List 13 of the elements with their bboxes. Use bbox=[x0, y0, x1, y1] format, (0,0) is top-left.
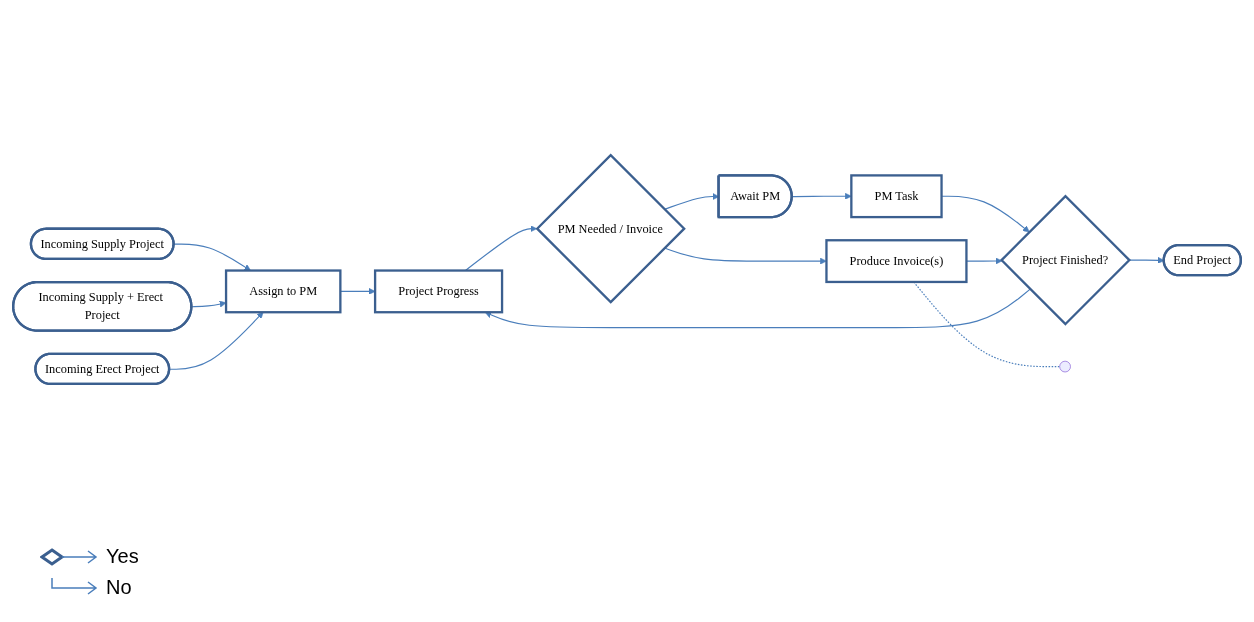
node-circle bbox=[1059, 361, 1071, 373]
node-diamond: PM Needed / Invoice bbox=[535, 153, 686, 305]
node-box: Project Progress bbox=[373, 269, 504, 314]
node-box: PM Task bbox=[850, 174, 943, 219]
legend-label: No bbox=[106, 576, 132, 599]
arrow bbox=[191, 301, 227, 308]
node-box: Produce Invoice(s) bbox=[825, 239, 968, 284]
arrow bbox=[791, 193, 852, 201]
arrow bbox=[484, 288, 1031, 329]
arrow bbox=[168, 312, 264, 371]
legend-label: Yes bbox=[106, 545, 139, 568]
node-diamond: Project Finished? bbox=[999, 195, 1132, 327]
node-box: Assign to PM bbox=[224, 269, 342, 314]
